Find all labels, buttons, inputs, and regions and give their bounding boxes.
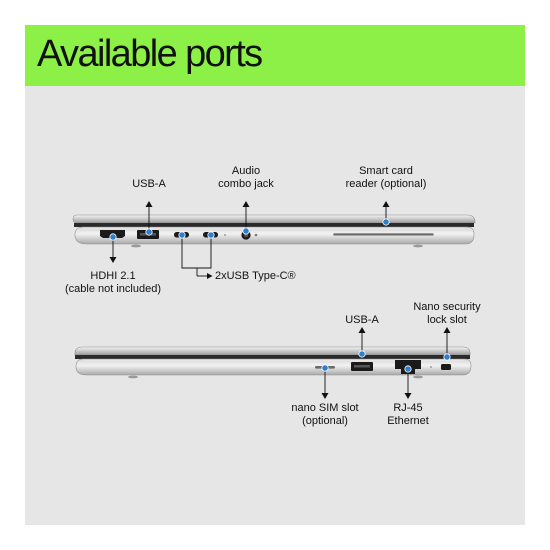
- usb-a-right-label: USB-A: [345, 314, 379, 326]
- laptop-right-side-view: [74, 346, 472, 379]
- security-lock-slot: [441, 364, 451, 370]
- callouts-right-view: [324, 329, 448, 397]
- security-lock-label-line2: lock slot: [427, 314, 467, 326]
- audio-label-line1: Audio: [231, 165, 261, 177]
- smart-card-label-line1: Smart card: [359, 165, 413, 177]
- callouts-left-view: [112, 203, 387, 277]
- security-lock-label-line1: Nano security: [413, 301, 481, 313]
- smart-card-label-line2: reader (optional): [345, 178, 427, 190]
- laptop-left-side-view: [72, 214, 476, 248]
- usb-a-label: USB-A: [132, 178, 166, 190]
- title-banner: Available ports: [25, 25, 525, 86]
- product-infographic: Available ports: [25, 25, 525, 525]
- hdmi-label-line2: (cable not included): [64, 283, 161, 295]
- sim-label-line2: (optional): [302, 415, 348, 427]
- hdmi-label-line1: HDHI 2.1: [90, 270, 136, 282]
- audio-label-line2: combo jack: [218, 178, 274, 190]
- laptop-illustrations: [72, 201, 476, 399]
- page-title: Available ports: [37, 33, 263, 75]
- rj45-label-line1: RJ-45: [393, 402, 423, 414]
- sim-label-line1: nano SIM slot: [291, 402, 359, 414]
- usb-c-label: 2xUSB Type-C®: [215, 270, 296, 282]
- rj45-label-line2: Ethernet: [387, 415, 429, 427]
